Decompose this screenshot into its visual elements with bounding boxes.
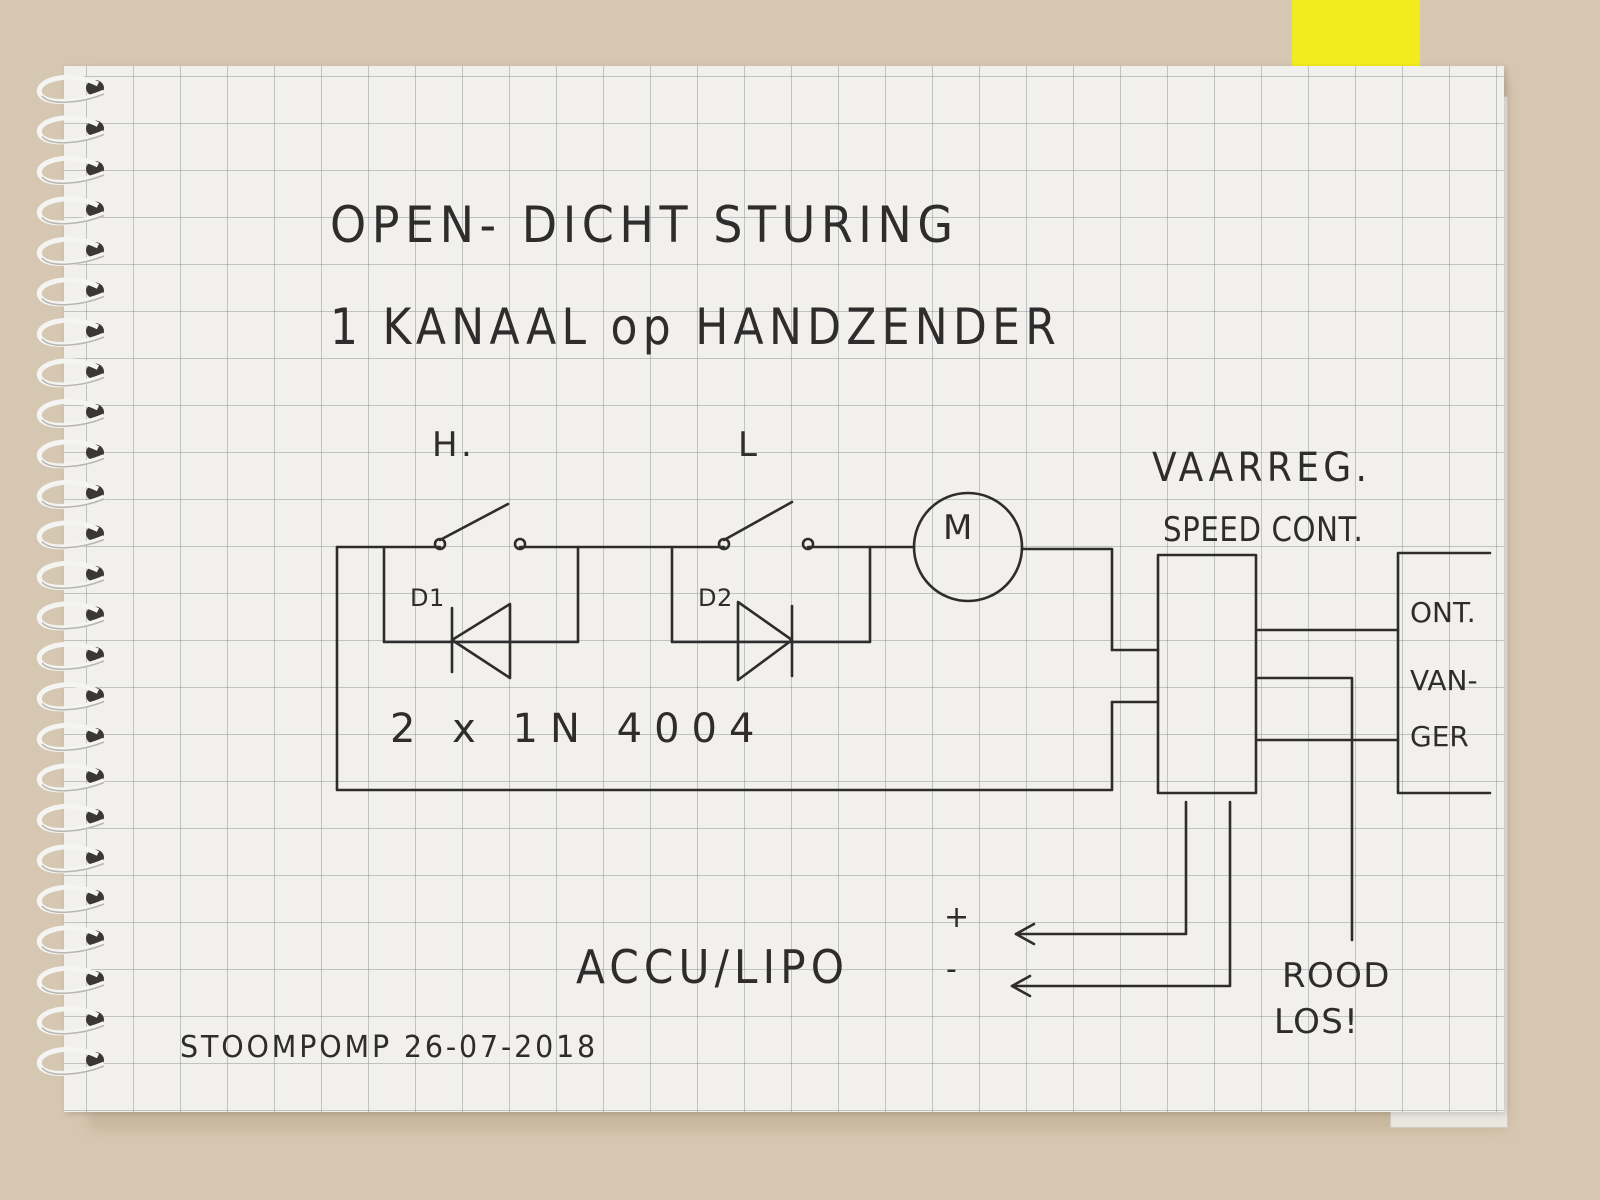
spiral-ring-shade (41, 457, 105, 468)
spiral-ring (36, 74, 106, 104)
spiral-ring-shade (41, 579, 105, 589)
spiral-ring-shade (41, 498, 105, 508)
switch-label-high: H. (432, 425, 476, 465)
spiral-ring (36, 236, 106, 266)
d2-diode-symbol (736, 600, 794, 682)
spiral-ring (36, 398, 106, 428)
title-line-2: 1 KANAAL op HANDZENDER (330, 298, 1062, 356)
spiral-ring-shade (41, 781, 105, 792)
switch-label-low: L (738, 425, 762, 465)
spiral-ring (36, 115, 106, 145)
motor-circle (912, 491, 1024, 603)
battery-plus: + (944, 900, 970, 935)
spiral-ring-shade (41, 1065, 105, 1075)
d1-diode-symbol (450, 602, 512, 680)
spiral-ring (36, 520, 106, 550)
spiral-ring (36, 884, 106, 914)
spiral-ring (36, 641, 106, 671)
spiral-ring (36, 965, 106, 995)
spiral-ring (36, 317, 106, 347)
spiral-ring (36, 1046, 106, 1076)
battery-minus: - (946, 952, 957, 987)
spiral-ring (36, 682, 106, 712)
battery-plus-arrow (1014, 922, 1036, 946)
spiral-ring-shade (41, 984, 105, 994)
spiral-ring (36, 722, 106, 752)
loop-bottom-wire (335, 545, 1114, 792)
switch-l-lever (722, 500, 794, 542)
spiral-ring-shade (41, 93, 105, 103)
spiral-ring-shade (41, 538, 105, 549)
battery-label: ACCU/LIPO (576, 940, 850, 994)
d2-bypass-loop (670, 545, 872, 644)
yellow-sticky-note (1292, 0, 1420, 74)
d1-bypass-loop (382, 545, 580, 644)
spiral-ring (36, 1006, 106, 1036)
spiral-ring-shade (41, 700, 105, 711)
switch-h-lever (438, 502, 510, 542)
spiral-binding (36, 74, 106, 1076)
spiral-ring (36, 844, 106, 874)
spiral-ring-shade (41, 417, 105, 427)
receiver-label-1: ONT. (1410, 596, 1476, 629)
diode-label-d1: D1 (410, 584, 445, 612)
spiral-ring (36, 601, 106, 631)
signature: STOOMPOMP 26-07-2018 (180, 1030, 599, 1065)
receiver-label-3: GER (1410, 720, 1469, 753)
spiral-ring (36, 277, 106, 307)
motor-label: M (943, 508, 973, 548)
spiral-ring-shade (41, 862, 105, 873)
spiral-ring-shade (41, 741, 105, 751)
spiral-ring-shade (41, 133, 105, 144)
spiral-ring (36, 560, 106, 590)
spiral-ring-shade (41, 255, 105, 265)
spiral-ring-shade (41, 1024, 105, 1035)
spiral-ring-shade (41, 903, 105, 913)
receiver-box (1396, 551, 1492, 795)
spiral-ring-shade (41, 295, 105, 306)
spiral-ring-shade (41, 660, 105, 670)
spiral-ring-shade (41, 822, 105, 832)
spiral-ring-shade (41, 174, 105, 184)
spiral-ring (36, 803, 106, 833)
note-line-1: ROOD (1282, 956, 1391, 996)
battery-minus-wire (1010, 800, 1232, 988)
spiral-ring (36, 196, 106, 226)
speed-controller-label-1: VAARREG. (1152, 445, 1372, 491)
spiral-ring (36, 763, 106, 793)
servo-wire-red (1256, 676, 1354, 942)
spiral-ring (36, 925, 106, 955)
battery-plus-wire (1014, 800, 1188, 936)
spiral-ring-shade (41, 376, 105, 387)
switch-l-contact-2 (801, 537, 815, 551)
spiral-ring-shade (41, 619, 105, 630)
spiral-ring-shade (41, 336, 105, 346)
note-line-2: LOS! (1274, 1002, 1360, 1042)
graph-paper-sheet (64, 66, 1504, 1112)
spiral-ring (36, 439, 106, 469)
wire-motor-to-controller (1020, 547, 1114, 652)
spiral-ring-shade (41, 943, 105, 954)
battery-minus-arrow (1010, 974, 1032, 998)
spiral-ring (36, 479, 106, 509)
switch-h-contact-2 (513, 537, 527, 551)
diode-label-d2: D2 (698, 584, 733, 612)
spiral-ring (36, 155, 106, 185)
title-line-1: OPEN- DICHT STURING (330, 196, 959, 254)
diode-part-number: 2 x 1N 4004 (390, 706, 767, 752)
speed-controller-label-2: SPEED CONT. (1163, 510, 1364, 550)
receiver-label-2: VAN- (1410, 664, 1478, 697)
speed-controller-box (1156, 553, 1258, 795)
spiral-ring-shade (41, 214, 105, 225)
spiral-ring (36, 358, 106, 388)
